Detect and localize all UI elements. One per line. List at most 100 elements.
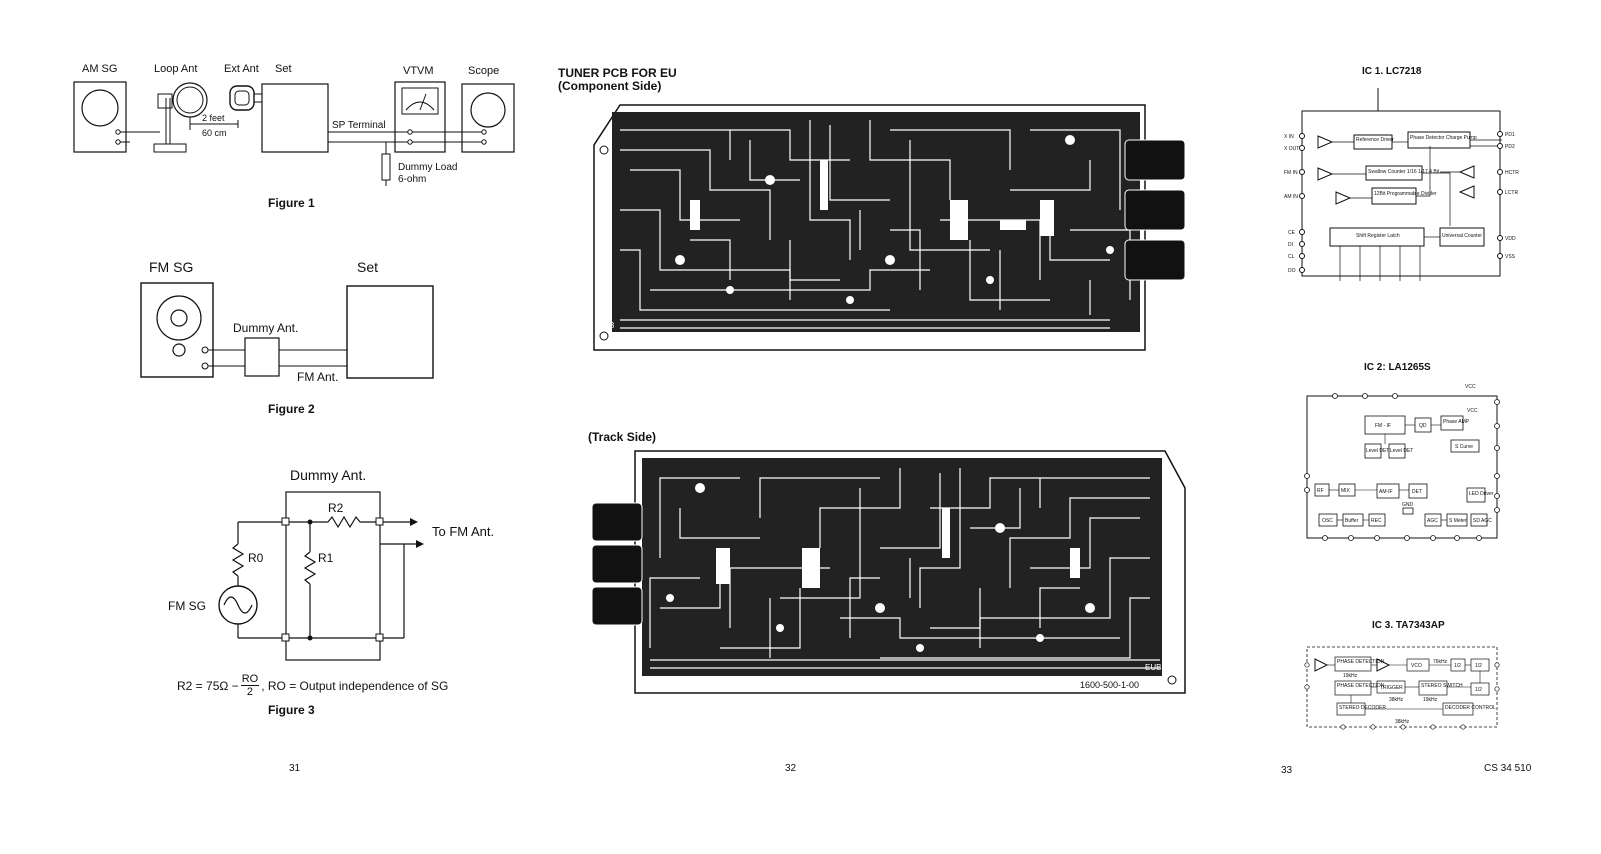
loop-antenna <box>120 82 208 153</box>
ic1-pin-cl: CL <box>1288 254 1295 260</box>
fig1-label-am-sg: AM SG <box>82 63 117 75</box>
fig2-label-fm-sg: FM SG <box>149 259 193 275</box>
am-sg-box <box>73 81 127 153</box>
figure-1-caption: Figure 1 <box>268 196 315 210</box>
ic3-label-76k: 76kHz <box>1433 659 1448 665</box>
fig3-label-r2: R2 <box>328 501 344 515</box>
fig2-label-set: Set <box>357 259 378 275</box>
ic2-qd: QD <box>1419 423 1427 429</box>
distance-feet: 2 feet <box>202 113 225 123</box>
ic1-pin-vdd: VDD <box>1505 236 1516 242</box>
track-side-title: (Track Side) <box>588 430 657 444</box>
fig1-label-scope: Scope <box>468 65 499 77</box>
pcb-component-side: 1600-500-1-00 EUB <box>593 104 1186 351</box>
ic1-pin-ce: CE <box>1288 230 1296 236</box>
r2-resistor <box>327 515 361 529</box>
formula-fraction: RO 2 <box>240 673 260 698</box>
dummy-load-label-2: 6-ohm <box>398 174 426 185</box>
ic2-vcc-top: VCC <box>1465 384 1476 390</box>
ic2-rec: REC <box>1371 518 1382 524</box>
fig3-label-dummy-ant: Dummy Ant. <box>290 467 366 483</box>
formula-lhs: R2 = 75Ω − <box>177 678 239 693</box>
dummy-load-label-1: Dummy Load <box>398 162 457 173</box>
pcb-title-line1: TUNER PCB FOR EU <box>558 66 677 80</box>
ic2-rf: RF <box>1317 488 1324 494</box>
ic2-led-driver: LED Driver <box>1469 491 1494 497</box>
ic3-phase-det-1: PHASE DETECTION <box>1337 659 1385 665</box>
fig3-formula: R2 = 75Ω − RO 2 , RO = Output independen… <box>177 673 448 698</box>
page-number-32: 32 <box>785 763 797 774</box>
track-board-code: 1600-500-1-00 <box>1080 680 1139 690</box>
figure-2-caption: Figure 2 <box>268 402 315 416</box>
ic2-title: IC 2: LA1265S <box>1364 362 1431 373</box>
ic2-level-det-1: Level DET <box>1366 448 1389 454</box>
r1-resistor <box>303 551 317 585</box>
ic1-universal-counter: Universal Counter <box>1442 233 1482 239</box>
ic1-pin-lctr: LCTR <box>1505 190 1518 196</box>
ic1-pin-do: DO <box>1288 268 1296 274</box>
fig3-label-fm-sg: FM SG <box>168 599 206 613</box>
ic2-s-meter: S Meter <box>1449 518 1467 524</box>
ic3-stereo-decoder: STEREO DECODER <box>1339 705 1386 711</box>
figure-3-caption: Figure 3 <box>268 703 315 717</box>
fig1-label-sp-terminal: SP Terminal <box>332 120 386 131</box>
ic1-pin-fmin: FM IN <box>1284 170 1298 176</box>
ic1-pin-amin: AM IN <box>1284 194 1298 200</box>
fig2-label-fm-ant: FM Ant. <box>297 370 338 384</box>
ic2-block-diagram: VCC VCC FM - IF QD Phase AMP Level DET L… <box>1304 384 1500 541</box>
fig3-label-to-fm-ant: To FM Ant. <box>432 524 494 539</box>
formula-denominator: 2 <box>246 686 253 698</box>
ic1-shift-register: Shift Register Latch <box>1356 233 1400 239</box>
ic1-pin-xin: X IN <box>1284 134 1294 140</box>
document-code: CS 34 510 <box>1484 763 1532 774</box>
page-number-33: 33 <box>1281 765 1293 776</box>
figure-1-diagram: AM SG Loop Ant Ext Ant Set VTVM Scope 2 … <box>73 63 515 186</box>
ic3-div2-c: 1/2 <box>1475 687 1482 693</box>
fig1-label-set: Set <box>275 63 292 75</box>
ic3-stereo-switch: STEREO SWITCH <box>1421 683 1463 689</box>
scope-box <box>461 83 515 153</box>
page-number-31: 31 <box>289 763 301 774</box>
ic1-phase-detector: Phase Detector Charge Pump <box>1410 135 1477 141</box>
formula-numerator: RO <box>240 673 260 686</box>
ic2-gnd: GND <box>1402 502 1414 508</box>
ic3-label-38k-b: 38kHz <box>1395 719 1410 725</box>
fig1-set-box <box>261 83 329 153</box>
ic3-label-19k-a: 19kHz <box>1343 673 1358 679</box>
ic1-pin-hctr: HCTR <box>1505 170 1519 176</box>
fig1-label-ext-ant: Ext Ant <box>224 63 259 75</box>
fig3-label-r0: R0 <box>248 551 264 565</box>
ic1-pin-xout: X OUT <box>1284 146 1299 152</box>
component-board-mark: EUB <box>598 321 614 330</box>
ic3-vco: VCO <box>1411 663 1422 669</box>
formula-rhs: , RO = Output independence of SG <box>261 678 449 693</box>
r0-resistor <box>231 543 245 577</box>
ic1-title: IC 1. LC7218 <box>1362 66 1422 77</box>
vtvm-box <box>394 81 446 153</box>
ic3-trigger: TRIGGER <box>1380 685 1403 691</box>
fig3-label-r1: R1 <box>318 551 334 565</box>
ic2-osc: OSC <box>1322 518 1333 524</box>
ic2-phase-amp: Phase AMP <box>1443 419 1470 425</box>
fig2-label-dummy-ant: Dummy Ant. <box>233 321 298 335</box>
ic1-programmable-divider: 12Bit Programmable Divider <box>1374 191 1437 197</box>
fig2-set-box <box>346 285 434 379</box>
ic3-phase-det-2: PHASE DETECTION <box>1337 683 1385 689</box>
ic2-agc: AGC <box>1427 518 1438 524</box>
fig2-fm-sg-box <box>140 282 214 378</box>
ic2-vcc-bottom: VCC <box>1467 408 1478 414</box>
fig2-dummy-ant-box <box>244 337 280 377</box>
ic3-block-diagram: PHASE DETECTION PHASE DETECTION VCO 1/2 … <box>1304 646 1500 730</box>
ic1-pin-vss: VSS <box>1505 254 1516 260</box>
distance-cm: 60 cm <box>202 128 227 138</box>
ic3-div2-b: 1/2 <box>1475 663 1482 669</box>
pcb-track-side: 1600-500-1-00 EUB <box>591 450 1186 694</box>
track-board-mark: EUB <box>1145 663 1161 672</box>
component-board-code: 1600-500-1-00 <box>650 336 709 346</box>
ic2-mix: MIX <box>1341 488 1351 494</box>
ic2-level-det-2: Level DET <box>1390 448 1413 454</box>
distance-marker: 2 feet 60 cm <box>189 113 239 138</box>
ic2-s-curve: S Curve <box>1455 444 1473 450</box>
figure-2-diagram: FM SG Set Dummy Ant. FM Ant. <box>140 259 434 384</box>
ic2-sd-agc: SD AGC <box>1473 518 1492 524</box>
